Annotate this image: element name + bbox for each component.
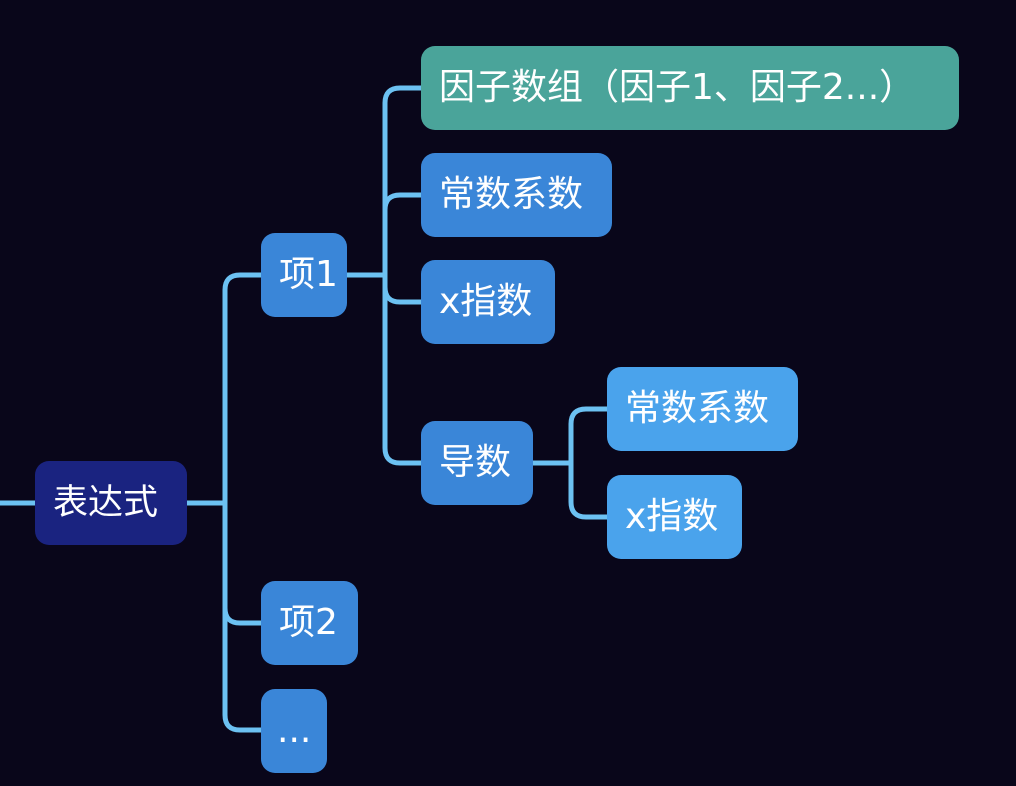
derivative-x-exponent-node[interactable]: x指数: [607, 475, 742, 559]
connector-root-to-more: [222, 605, 264, 733]
term1-coefficient-node[interactable]: 常数系数: [421, 153, 612, 237]
term1-x-exponent-node[interactable]: x指数: [421, 260, 555, 344]
connector-derivative-to-exponent: [568, 460, 610, 520]
connector-term1-to-derivative: [382, 284, 424, 466]
connector-derivative-to-coefficient: [530, 406, 610, 466]
connector-term1-to-coefficient: [382, 192, 424, 213]
connector-term1-to-exponent: [382, 272, 424, 305]
derivative-coefficient-node[interactable]: 常数系数: [607, 367, 798, 451]
derivative-node[interactable]: 导数: [421, 421, 533, 505]
connector-root-to-term2: [222, 500, 264, 626]
factor-array-node[interactable]: 因子数组（因子1、因子2...）: [421, 46, 959, 130]
more-terms-node[interactable]: ...: [261, 689, 327, 773]
term1-node[interactable]: 项1: [261, 233, 347, 317]
connector-root-to-term1: [184, 272, 264, 506]
root-node-expression[interactable]: 表达式: [35, 461, 187, 545]
connector-term1-to-factors: [344, 85, 424, 278]
term2-node[interactable]: 项2: [261, 581, 358, 665]
